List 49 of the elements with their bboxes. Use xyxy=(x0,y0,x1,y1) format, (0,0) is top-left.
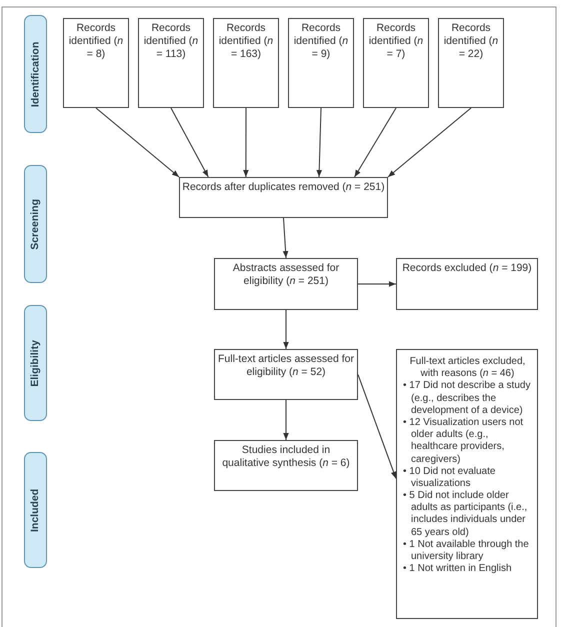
arrow xyxy=(316,108,322,178)
process-box xyxy=(396,258,538,310)
bullet-item: • 5 Did not include older adults as participants (i.e., includes individuals under 65 years old) xyxy=(402,490,528,539)
process-box xyxy=(288,18,354,108)
arrow xyxy=(358,281,396,287)
arrow xyxy=(282,218,288,258)
box-text: Records identified (n = 8) xyxy=(68,22,124,60)
arrow xyxy=(388,108,472,178)
box-text: Records identified (n = 22) xyxy=(442,22,500,60)
box-text: Records excluded (n = 199) xyxy=(402,262,532,275)
stage-label-pill xyxy=(24,15,47,133)
bullet-item: • 12 Visualization users not older adults (e.g., healthcare providers, caregivers) xyxy=(402,416,524,466)
stage-label-pill xyxy=(24,452,47,568)
exclusion-box xyxy=(396,349,538,619)
stage-label-pill xyxy=(24,165,47,283)
arrow xyxy=(170,108,209,178)
arrow xyxy=(283,310,289,350)
process-box xyxy=(214,440,358,491)
process-box xyxy=(438,18,504,108)
box-text: Records identified (n = 7) xyxy=(368,22,424,60)
arrow xyxy=(358,374,396,480)
process-box xyxy=(213,18,279,108)
process-box xyxy=(63,18,129,108)
process-box xyxy=(138,18,204,108)
arrow xyxy=(283,400,289,440)
box-heading: Full-text articles excluded, with reasons (n = 46) xyxy=(408,356,526,380)
stage-label: Screening xyxy=(29,198,42,250)
bullet-item: • 17 Did not describe a study (e.g., describes the development of a device) xyxy=(402,380,532,417)
stage-label: Identification xyxy=(29,41,42,107)
box-text: Records identified (n = 113) xyxy=(142,22,200,60)
box-text: Studies included in qualitative synthesis (n = 6) xyxy=(221,444,351,470)
bullet-item: • 1 Not available through the university library xyxy=(402,538,530,564)
box-text: Abstracts assessed for eligibility (n = 251) xyxy=(232,262,340,288)
process-box xyxy=(214,258,358,310)
box-text: Records after duplicates removed (n = 251) xyxy=(182,181,385,194)
bullet-item: • 1 Not written in English xyxy=(402,563,513,576)
box-text: Records identified (n = 9) xyxy=(292,22,350,60)
stage-label: Included xyxy=(29,488,42,532)
box-text: Full-text articles assessed for eligibility (n = 52) xyxy=(217,353,355,379)
process-box xyxy=(179,177,388,218)
stage-label-pill xyxy=(24,305,47,421)
process-box xyxy=(363,18,429,108)
stage-label: Eligibility xyxy=(29,340,42,386)
box-text: Records identified (n = 163) xyxy=(218,22,274,60)
process-box xyxy=(214,349,358,400)
arrow xyxy=(354,108,396,178)
arrow xyxy=(243,108,249,178)
bullet-item: • 10 Did not evaluate visualizations xyxy=(402,466,496,490)
arrow xyxy=(96,108,180,178)
